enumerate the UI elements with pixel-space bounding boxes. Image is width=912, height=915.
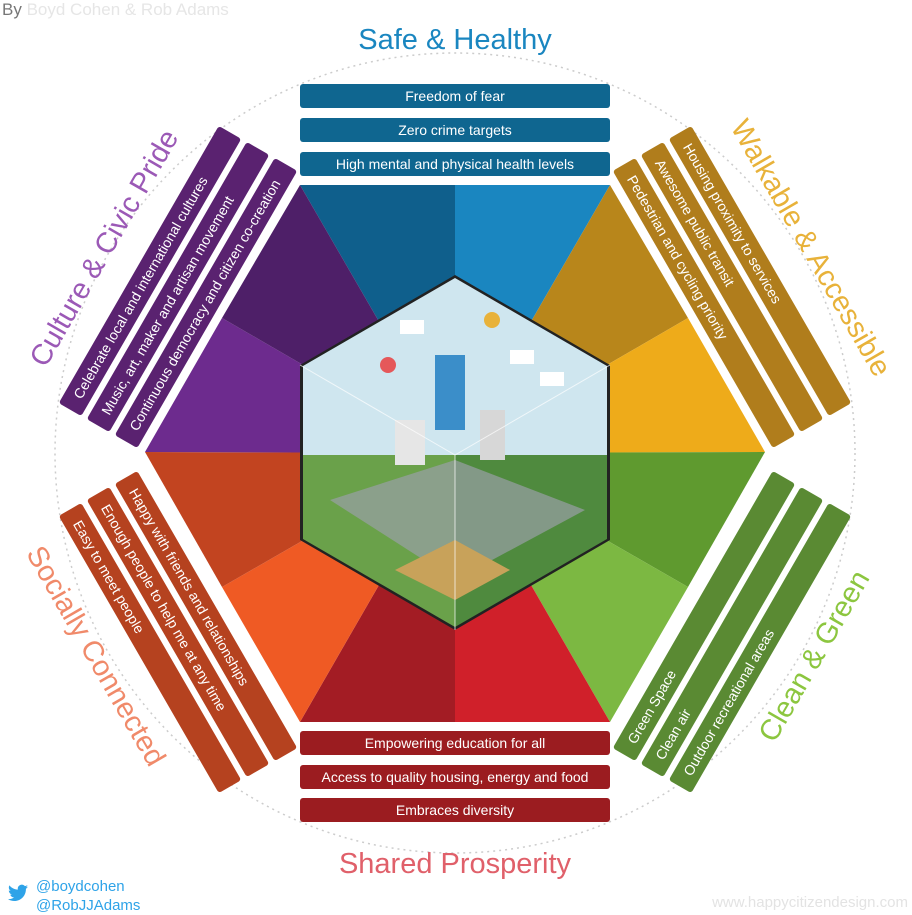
credit: By Boyd Cohen & Rob Adams [2, 0, 229, 20]
title-safe-healthy: Safe & Healthy [358, 24, 552, 56]
safe-item: High mental and physical health levels [300, 152, 610, 176]
credit-prefix: By [2, 0, 22, 19]
credit-names: Boyd Cohen & Rob Adams [26, 0, 229, 19]
dotted-ring [54, 52, 856, 854]
safe-item: Freedom of fear [300, 84, 610, 108]
safe-item: Zero crime targets [300, 118, 610, 142]
twitter-icon [8, 884, 28, 901]
prosperity-item: Empowering education for all [300, 731, 610, 755]
website-url[interactable]: www.happycitizendesign.com [712, 894, 908, 911]
prosperity-item: Access to quality housing, energy and fo… [300, 765, 610, 789]
city-cube [299, 275, 611, 630]
prosperity-item: Embraces diversity [300, 798, 610, 822]
title-shared-prosperity: Shared Prosperity [338, 848, 572, 880]
twitter-handle[interactable]: @RobJJAdams [36, 897, 141, 914]
twitter-handle[interactable]: @boydcohen [36, 878, 125, 895]
